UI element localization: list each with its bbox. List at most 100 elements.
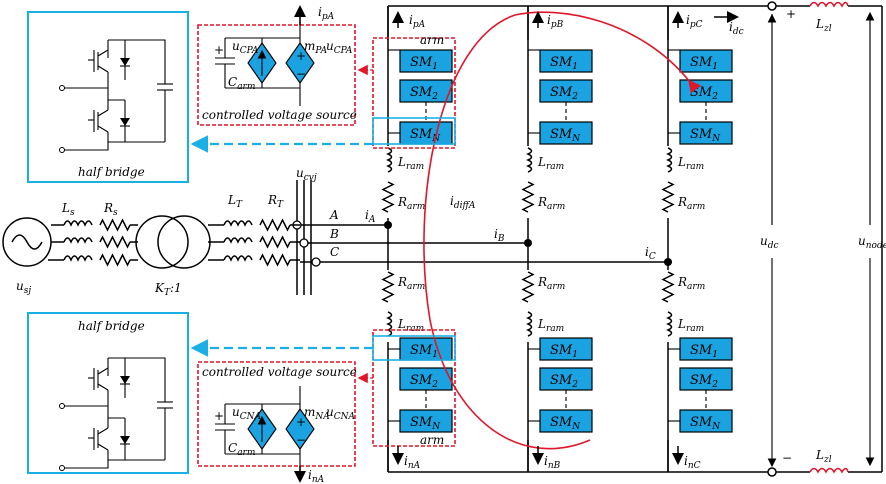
label-lram-lower-a: Lram: [397, 317, 424, 334]
smn-upper-a-label: SMN: [410, 127, 441, 144]
label-lzl-top: Lzl: [815, 17, 832, 34]
label-ic: iC: [645, 245, 656, 262]
smn-lower-a: SMN: [399, 409, 453, 433]
cvs-top-plus: +: [296, 49, 306, 63]
label-half-bridge-top: half bridge: [78, 165, 145, 179]
label-rarm-lower-a: Rarm: [397, 275, 425, 292]
ac-lines: [292, 180, 672, 295]
label-half-bridge-bottom: half bridge: [78, 319, 145, 333]
label-rt: RT: [267, 193, 284, 210]
cvs-bottom-u2-label: uCNA: [326, 405, 355, 422]
cvs-bottom-plus: +: [296, 415, 306, 429]
label-arm-top: arm: [420, 33, 444, 47]
sm1-upper-a: SM1: [399, 49, 453, 73]
cvs-top-cap-plus: +: [214, 43, 224, 57]
label-ls: Ls: [61, 201, 75, 218]
sm1-upper-b: SM1: [539, 49, 593, 73]
cvs-bottom-carm-label: Carm: [228, 441, 255, 458]
label-inb: inB: [544, 454, 561, 471]
label-phase-a: A: [329, 208, 339, 222]
sm1-upper-c: SM1: [679, 49, 733, 73]
sm1-upper-c-label: SM1: [690, 55, 718, 72]
label-rarm-lower-b: Rarm: [537, 275, 565, 292]
label-phase-b: B: [329, 227, 339, 241]
sm1-lower-b: SM1: [539, 337, 593, 361]
cvs-bottom-minus: −: [296, 433, 306, 447]
smn-upper-c-label: SMN: [690, 127, 721, 144]
label-ina: inA: [404, 454, 421, 471]
label-ina-src: inA: [308, 468, 325, 484]
smn-upper-b-label: SMN: [550, 127, 581, 144]
transformer: [135, 215, 211, 269]
label-idiff: idiffA: [450, 194, 476, 211]
label-kt: KT:1: [154, 281, 182, 298]
cvs-top-u2-label: uCPA: [326, 39, 353, 56]
label-ia: iA: [365, 208, 376, 225]
label-usj: usj: [16, 279, 31, 296]
sm2-upper-b-label: SM2: [550, 85, 578, 102]
sm1-lower-a: SM1: [399, 337, 453, 361]
smn-upper-c: SMN: [679, 121, 733, 145]
label-plus: +: [786, 7, 796, 21]
sm2-lower-c-label: SM2: [690, 373, 718, 390]
sm2-upper-a-label: SM2: [410, 85, 438, 102]
label-lzl-bottom: Lzl: [815, 448, 832, 465]
label-inc: inC: [684, 454, 701, 471]
label-lram-lower-b: Lram: [537, 317, 564, 334]
dc-voltage-arrows: [767, 11, 875, 468]
label-rarm-upper-b: Rarm: [537, 195, 565, 212]
half-bridge-top: [59, 39, 173, 153]
sm1-lower-c-label: SM1: [690, 343, 718, 360]
cvs-bottom-u-label: uCNA: [232, 405, 261, 422]
sm2-upper-c: SM2: [679, 79, 733, 103]
sm2-upper-a: SM2: [399, 79, 453, 103]
sm1-lower-a-label: SM1: [410, 343, 438, 360]
cvs-top-m-label: mPA: [304, 39, 328, 56]
label-ucvj: ucvj: [296, 166, 317, 183]
label-cvs-bottom: controlled voltage source: [202, 365, 357, 379]
label-ib: iB: [494, 227, 505, 244]
label-ipa: ipA: [409, 13, 426, 30]
label-ipb: ipB: [547, 13, 564, 30]
half-bridge-bottom: [59, 357, 173, 471]
label-rarm-upper-a: Rarm: [397, 195, 425, 212]
label-cvs-top: controlled voltage source: [202, 108, 357, 122]
cyan-boxes: [27, 11, 456, 474]
smn-lower-b-label: SMN: [550, 415, 581, 432]
label-minus: −: [782, 451, 792, 465]
sm1-upper-a-label: SM1: [410, 55, 438, 72]
label-phase-c: C: [330, 245, 339, 259]
label-lram-upper-b: Lram: [537, 155, 564, 172]
label-arm-bottom: arm: [420, 433, 444, 447]
cvs-top-u-label: uCPA: [232, 39, 259, 56]
sm2-lower-a-label: SM2: [410, 373, 438, 390]
label-rarm-lower-c: Rarm: [677, 275, 705, 292]
label-ipc: ipC: [686, 13, 703, 30]
label-unode: unode: [858, 234, 886, 251]
label-udc: udc: [760, 234, 779, 251]
cvs-bottom-m-label: mNA: [304, 405, 330, 422]
smn-upper-a: SMN: [399, 121, 453, 145]
dc-bus: [387, 1, 883, 477]
half-bridge-circuits: [59, 39, 173, 471]
sm2-lower-c: SM2: [679, 367, 733, 391]
label-rs: Rs: [103, 201, 118, 218]
sm2-lower-b-label: SM2: [550, 373, 578, 390]
label-lram-lower-c: Lram: [677, 317, 704, 334]
label-lram-upper-c: Lram: [677, 155, 704, 172]
sm2-lower-b: SM2: [539, 367, 593, 391]
current-arrows: [294, 5, 739, 483]
sm2-lower-a: SM2: [399, 367, 453, 391]
cvs-top-carm-label: Carm: [228, 75, 255, 92]
label-ipa-src: ipA: [318, 5, 335, 22]
ac-source: [2, 217, 64, 267]
label-lram-upper-a: Lram: [397, 155, 424, 172]
phase-legs: SM1SM2SMNLramRarmRarmLramSM1SM2SMNSM1SM2…: [381, 6, 733, 472]
sm1-lower-b-label: SM1: [550, 343, 578, 360]
label-rarm-upper-c: Rarm: [677, 195, 705, 212]
